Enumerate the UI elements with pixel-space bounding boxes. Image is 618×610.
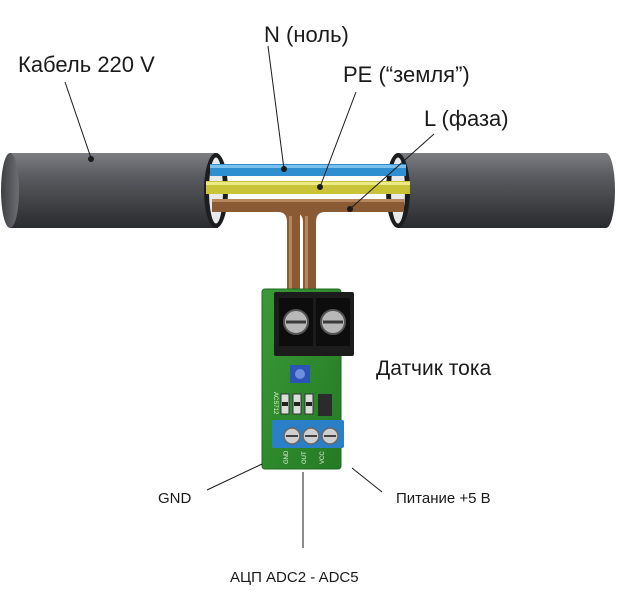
adc-label: АЦП ADC2 - ADC5 [230, 569, 359, 586]
pin-label-vcc: VCC [320, 451, 326, 464]
leader-dots [88, 156, 353, 212]
pin-label-gnd: GND [284, 450, 290, 464]
phase-label: L (фаза) [424, 106, 509, 131]
pin-label-out: OUT [302, 451, 308, 464]
part-label: ACS712 [272, 392, 278, 415]
power-terminal-block [274, 292, 354, 356]
sensor-label: Датчик тока [376, 357, 492, 380]
earth-label: PE (“земля”) [343, 62, 470, 87]
neutral-wire [210, 164, 406, 176]
signal-terminal-block [272, 420, 344, 448]
leader-gnd [206, 463, 263, 491]
leader-neutral [267, 45, 285, 170]
leader-earth [319, 91, 357, 188]
earth-wire [206, 181, 410, 194]
phase-wire [212, 199, 404, 292]
leader-power [351, 467, 383, 493]
power-label: Питание +5 В [396, 490, 491, 507]
cable-right [386, 153, 615, 228]
cable-label: Кабель 220 V [18, 52, 155, 77]
leader-cable [64, 81, 92, 159]
cable-left [1, 153, 228, 228]
leader-phase [349, 133, 435, 210]
gnd-label: GND [158, 490, 192, 507]
leader-lines [64, 45, 435, 548]
neutral-label: N (ноль) [264, 22, 349, 47]
resistors [280, 393, 314, 415]
current-sensor-board: GND OUT VCC ACS712 [261, 288, 354, 470]
